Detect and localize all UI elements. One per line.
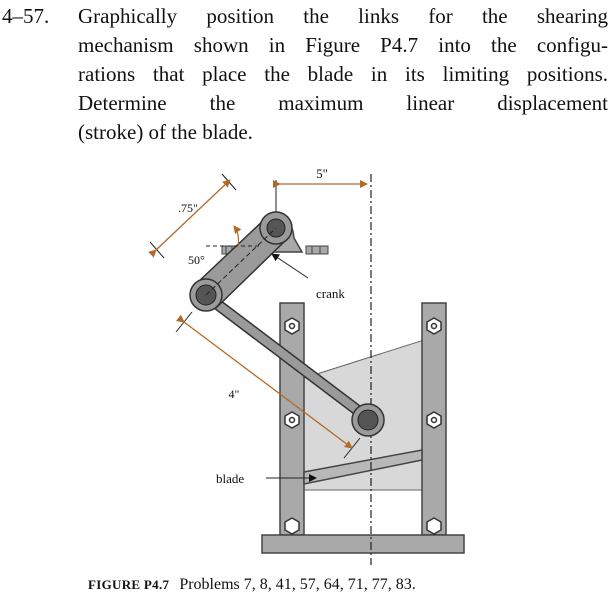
bolt-icon bbox=[430, 416, 438, 424]
problem-line: Graphically position the links for the s… bbox=[78, 4, 608, 28]
crank-leader bbox=[271, 253, 309, 279]
bolt-icon bbox=[430, 322, 438, 330]
bolt-icon bbox=[288, 322, 296, 330]
figure-caption-label: FIGURE P4.7 bbox=[88, 577, 170, 592]
shearing-mechanism-figure: 5" .75" 50° 4" crank blade bbox=[130, 160, 480, 570]
problem-line: mechanism shown in Figure P4.7 into the … bbox=[78, 33, 608, 57]
problem-line: rations that place the blade in its limi… bbox=[78, 62, 608, 86]
blade bbox=[303, 449, 423, 485]
link-length-label: 4" bbox=[229, 387, 240, 401]
angle-label: 50° bbox=[188, 253, 205, 267]
bolt-icon bbox=[284, 517, 300, 535]
crank-length-dimension-line bbox=[148, 179, 231, 258]
coupler-blade-pin bbox=[357, 409, 379, 431]
blade-label: blade bbox=[216, 471, 244, 486]
bolt-icon bbox=[426, 517, 442, 535]
problem-line: (stroke) of the blade. bbox=[78, 120, 253, 144]
link-length-dimension-line bbox=[176, 314, 353, 449]
crank-label: crank bbox=[316, 286, 345, 301]
mechanism-drawing: 5" .75" 50° 4" crank blade bbox=[148, 166, 465, 565]
problem-line: Determine the maximum linear displacemen… bbox=[78, 91, 608, 115]
bolt-icon bbox=[288, 416, 296, 424]
offset-dimension-label: 5" bbox=[316, 166, 328, 181]
figure-caption: FIGURE P4.7 Problems 7, 8, 41, 57, 64, 7… bbox=[88, 576, 416, 594]
problem-text: Graphically position the links for the s… bbox=[78, 2, 608, 147]
figure-caption-text: Problems 7, 8, 41, 57, 64, 71, 77, 83. bbox=[179, 576, 416, 593]
problem-number: 4–57. bbox=[2, 4, 50, 28]
crank-length-label: .75" bbox=[178, 201, 198, 215]
frame-base bbox=[261, 534, 465, 554]
